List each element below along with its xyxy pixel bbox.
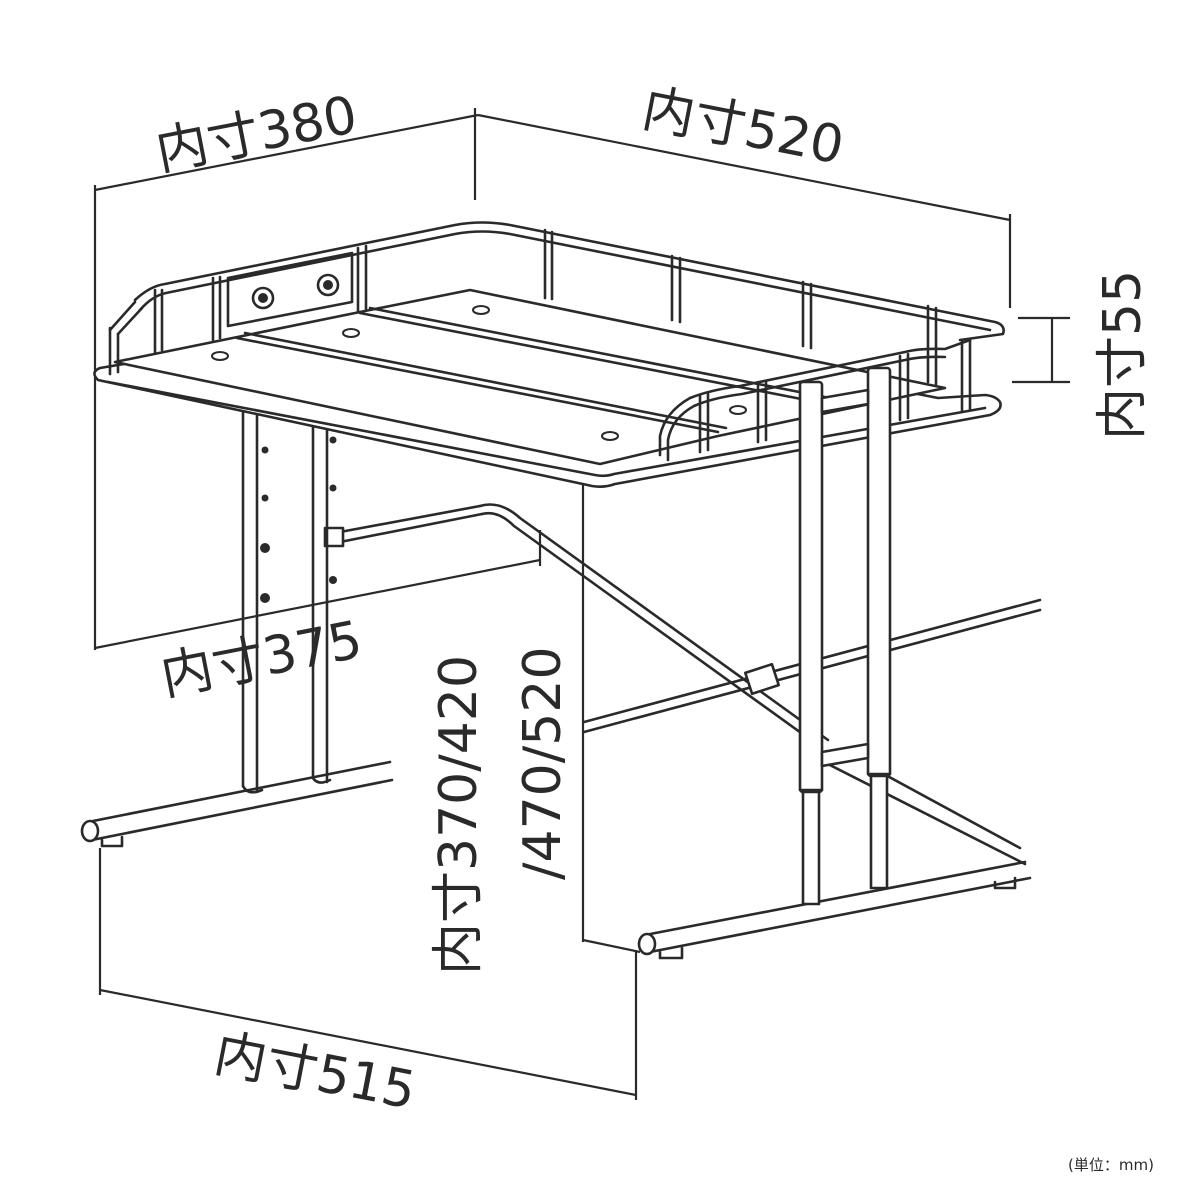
dimension-lines: [93, 108, 1070, 1100]
brace-clamp: [743, 662, 781, 696]
front-post-1-sleeve: [798, 380, 824, 794]
back-structure: [80, 408, 1042, 960]
tray-rim-inner: [106, 380, 987, 478]
right-foot-pad-back: [993, 876, 1017, 890]
right-base-bottom: [648, 876, 1032, 954]
adjust-holes: [260, 436, 337, 603]
dim-line-depth-bottom: [94, 558, 541, 650]
left-base-cap: [80, 819, 100, 843]
shelf-seam-1b: [243, 331, 728, 430]
front-rail-top: [658, 338, 972, 457]
front-post-1-tube: [801, 790, 821, 906]
diagonal-brace-lower: [480, 511, 824, 750]
shelf-pegs: [211, 305, 747, 441]
back-plate-screws: [251, 273, 340, 310]
right-base-cap: [637, 932, 657, 956]
label-depth-top: 内寸380: [151, 85, 362, 183]
right-base-rear-2: [878, 770, 1022, 850]
dim-ext-height-bottom: [582, 938, 641, 954]
back-bar-upper: [338, 504, 482, 534]
left-post-joint: [241, 776, 332, 794]
right-base-rear: [818, 758, 1027, 866]
front-post-2-tube: [869, 774, 889, 890]
unit-note: (単位：mm): [1068, 1156, 1154, 1174]
dim-line-depth-top: [94, 113, 479, 192]
shelf-seam-2: [358, 311, 834, 407]
rear-rail-top: [133, 221, 1005, 342]
front-post-2-sleeve: [866, 366, 892, 778]
front-rail-inner: [666, 355, 947, 462]
left-foot-pad: [100, 835, 124, 848]
label-rail-height: 内寸55: [1093, 270, 1153, 440]
right-foot-pad-front: [658, 946, 684, 960]
back-bar-bracket: [323, 526, 345, 548]
left-base-top: [86, 760, 392, 824]
post-connector-top: [820, 388, 870, 414]
rear-rail-inner: [138, 230, 992, 332]
post-connector-mid: [820, 742, 870, 768]
label-height-line1: 内寸370/420: [429, 655, 489, 975]
left-base-bottom: [90, 778, 394, 842]
front-right-posts: [798, 366, 892, 906]
front-rail-verticals: [698, 352, 910, 454]
dim-line-width-top: [477, 113, 1011, 222]
label-depth-bottom: 内寸375: [156, 610, 367, 708]
label-height-line2: /470/520: [513, 646, 573, 880]
shelf-seam-1: [235, 336, 720, 434]
diagonal-brace-upper: [478, 503, 830, 742]
shelf: [93, 221, 1005, 488]
label-width-bottom: 内寸515: [210, 1024, 421, 1122]
dim-line-width-bottom: [99, 988, 637, 1097]
right-base-top: [643, 860, 1027, 937]
back-bar-lower: [338, 512, 484, 544]
shelf-seam-2b: [368, 306, 842, 402]
label-width-top: 内寸520: [638, 79, 849, 177]
rail-verticals: [108, 228, 972, 414]
